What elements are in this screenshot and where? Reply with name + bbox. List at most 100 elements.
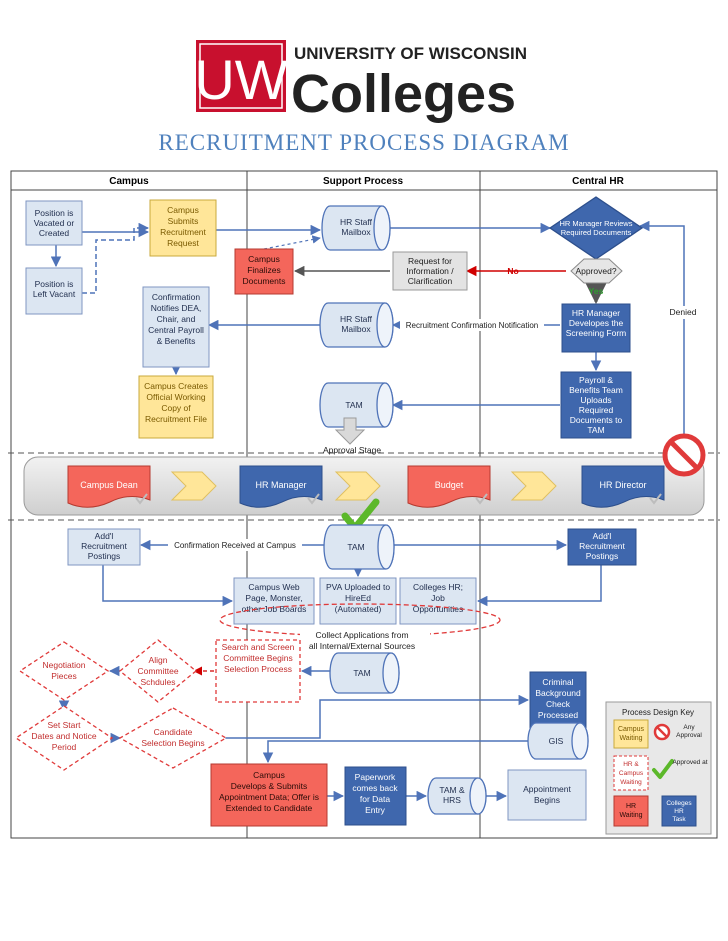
label-line: for Data [360, 794, 391, 804]
key-hr-campus-waiting-swatch [613, 755, 649, 791]
tam-1-label: TAM [345, 400, 362, 410]
label-line: Check [546, 699, 571, 709]
label-line: Campus [619, 770, 644, 777]
label-line: HRS [443, 795, 461, 805]
approved-label: Approved? [575, 266, 616, 276]
label-line: Page, Monster, [245, 593, 302, 603]
label-line: Appointment Data; Offer is [219, 792, 319, 802]
key-campus-waiting-swatch [613, 719, 649, 749]
recruitment-confirmation-label: Recruitment Confirmation Notification [406, 321, 539, 330]
label-line: HR Staff [340, 217, 373, 227]
label-line: Processed [538, 710, 578, 720]
label-line: Approval [676, 732, 702, 739]
label-line: Payroll & [579, 375, 613, 385]
label-line: PVA Uploaded to [326, 582, 390, 592]
label-line: Campus Web [248, 582, 300, 592]
label-line: Selection Begins [141, 738, 204, 748]
approval-stage-arrow [334, 417, 366, 445]
label-line: Entry [365, 805, 386, 815]
collect-applications-ellipse [219, 603, 501, 654]
key-hr-task-swatch [661, 795, 697, 827]
page-title: RECRUITMENT PROCESS DIAGRAM [158, 130, 569, 155]
label-line: Central Payroll [148, 325, 204, 335]
label-line: Documents [243, 276, 286, 286]
label-line: Campus [253, 770, 285, 780]
label-line: Postings [88, 551, 121, 561]
label-line: Waiting [619, 812, 642, 819]
label-line: Recruitment [160, 227, 206, 237]
label-line: Extended to Candidate [226, 803, 313, 813]
label-line: TAM & [439, 785, 465, 795]
approval-stage-label: Approval Stage [323, 445, 381, 455]
label-line: Official Working [146, 392, 205, 402]
label-line: Schdules [141, 677, 176, 687]
label-line: Required Documents [561, 228, 632, 237]
label-line: Mailbox [341, 324, 371, 334]
label-line: Background [535, 688, 581, 698]
label-line: Recruitment File [145, 414, 207, 424]
label-line: Submits [168, 216, 199, 226]
hr-director-label: HR Director [599, 480, 646, 490]
label-line: Paperwork [355, 772, 396, 782]
key-check-icon [652, 759, 674, 779]
tam-hrs-cylinder: TAM &HRS [427, 777, 487, 815]
label-line: Left Vacant [33, 289, 76, 299]
label-line: HireEd [345, 593, 371, 603]
label-line: Add'l [593, 531, 612, 541]
label-line: Negotiation [42, 660, 85, 670]
label-line: Colleges HR; [413, 582, 463, 592]
label-line: HR Staff [340, 314, 373, 324]
label-line: Set Start [47, 720, 81, 730]
label-line: Opportunities [413, 604, 464, 614]
label-line: TAM [587, 425, 604, 435]
budget-doc: Budget [407, 465, 491, 508]
tam-cylinder-1: TAM [319, 382, 394, 428]
label-line: Finalizes [247, 265, 281, 275]
label-line: Collect Applications from [315, 630, 408, 640]
label-line: Benefits Team [569, 385, 623, 395]
label-line: Information / [406, 266, 454, 276]
approval-chevron-2 [334, 471, 381, 501]
key-approved-at-label: Approved at [672, 759, 707, 766]
label-line: Search and Screen [222, 642, 295, 652]
label-line: Develops & Submits [231, 781, 308, 791]
label-line: Dates and Notice [31, 731, 96, 741]
denied-label-text: Denied [670, 307, 697, 317]
tam-2-label: TAM [347, 542, 364, 552]
label-line: Period [52, 742, 77, 752]
label-line: Begins [534, 795, 560, 805]
label-line: Clarification [408, 276, 453, 286]
key-prohibition-icon [653, 723, 671, 741]
colleges-wordmark: Colleges [291, 64, 516, 124]
approved-decision: Approved? [570, 258, 623, 284]
approval-chevron-3 [510, 471, 557, 501]
yes-label: Yes [589, 286, 604, 296]
tam-cylinder-3: TAM [329, 652, 400, 694]
label-line: Confirmation [152, 292, 200, 302]
